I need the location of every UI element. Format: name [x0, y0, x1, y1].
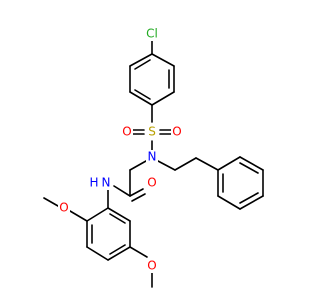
- atom-o-sulfonyl-left: O: [121, 125, 133, 139]
- atom-label: O: [122, 125, 131, 139]
- atom-n-sulfonamide: N: [146, 150, 158, 164]
- bonds: [43, 39, 264, 288]
- bond: [109, 244, 126, 255]
- bond: [157, 160, 176, 171]
- bond: [239, 162, 259, 174]
- atom-label: N: [148, 150, 157, 164]
- bond: [129, 53, 153, 67]
- atom-label: O: [147, 176, 156, 190]
- bond: [43, 197, 59, 207]
- atom-label: O: [172, 125, 181, 139]
- bond: [239, 156, 264, 171]
- bond: [195, 157, 219, 171]
- molecule-diagram: Cl S O O N O N H: [43, 27, 264, 288]
- bond: [129, 246, 148, 258]
- bond: [131, 193, 146, 202]
- bond: [151, 53, 175, 67]
- atom-label: Cl: [146, 27, 158, 41]
- bond: [107, 207, 131, 222]
- atom-s: S: [146, 125, 158, 139]
- bond: [69, 210, 88, 222]
- atom-o-sulfonyl-right: O: [171, 125, 183, 139]
- atom-h-amide: H: [88, 176, 100, 190]
- atom-n-amide: N: [100, 176, 112, 190]
- bond: [113, 185, 131, 197]
- atom-label: O: [147, 259, 156, 273]
- atom-cl: Cl: [142, 27, 162, 41]
- bond: [134, 89, 151, 100]
- bond: [151, 91, 175, 106]
- bond: [129, 91, 153, 106]
- bond: [134, 59, 151, 70]
- atom-labels: Cl S O O N O N H: [58, 27, 183, 273]
- bond: [239, 195, 264, 210]
- bond: [109, 213, 126, 224]
- bond: [239, 192, 259, 204]
- atom-label: N: [102, 176, 111, 190]
- bond: [86, 246, 109, 261]
- bond: [86, 207, 109, 222]
- bond: [107, 246, 131, 261]
- bond: [129, 188, 144, 197]
- bond: [129, 160, 147, 171]
- bond: [174, 157, 197, 171]
- atom-o-methoxy-lower: O: [146, 259, 158, 273]
- atom-label: H: [89, 176, 98, 190]
- bond: [217, 156, 241, 171]
- atom-o-methoxy-upper: O: [58, 201, 70, 215]
- atom-label: S: [148, 125, 156, 139]
- bond: [217, 195, 241, 210]
- atom-o-carbonyl: O: [146, 176, 158, 190]
- atom-label: O: [59, 201, 68, 215]
